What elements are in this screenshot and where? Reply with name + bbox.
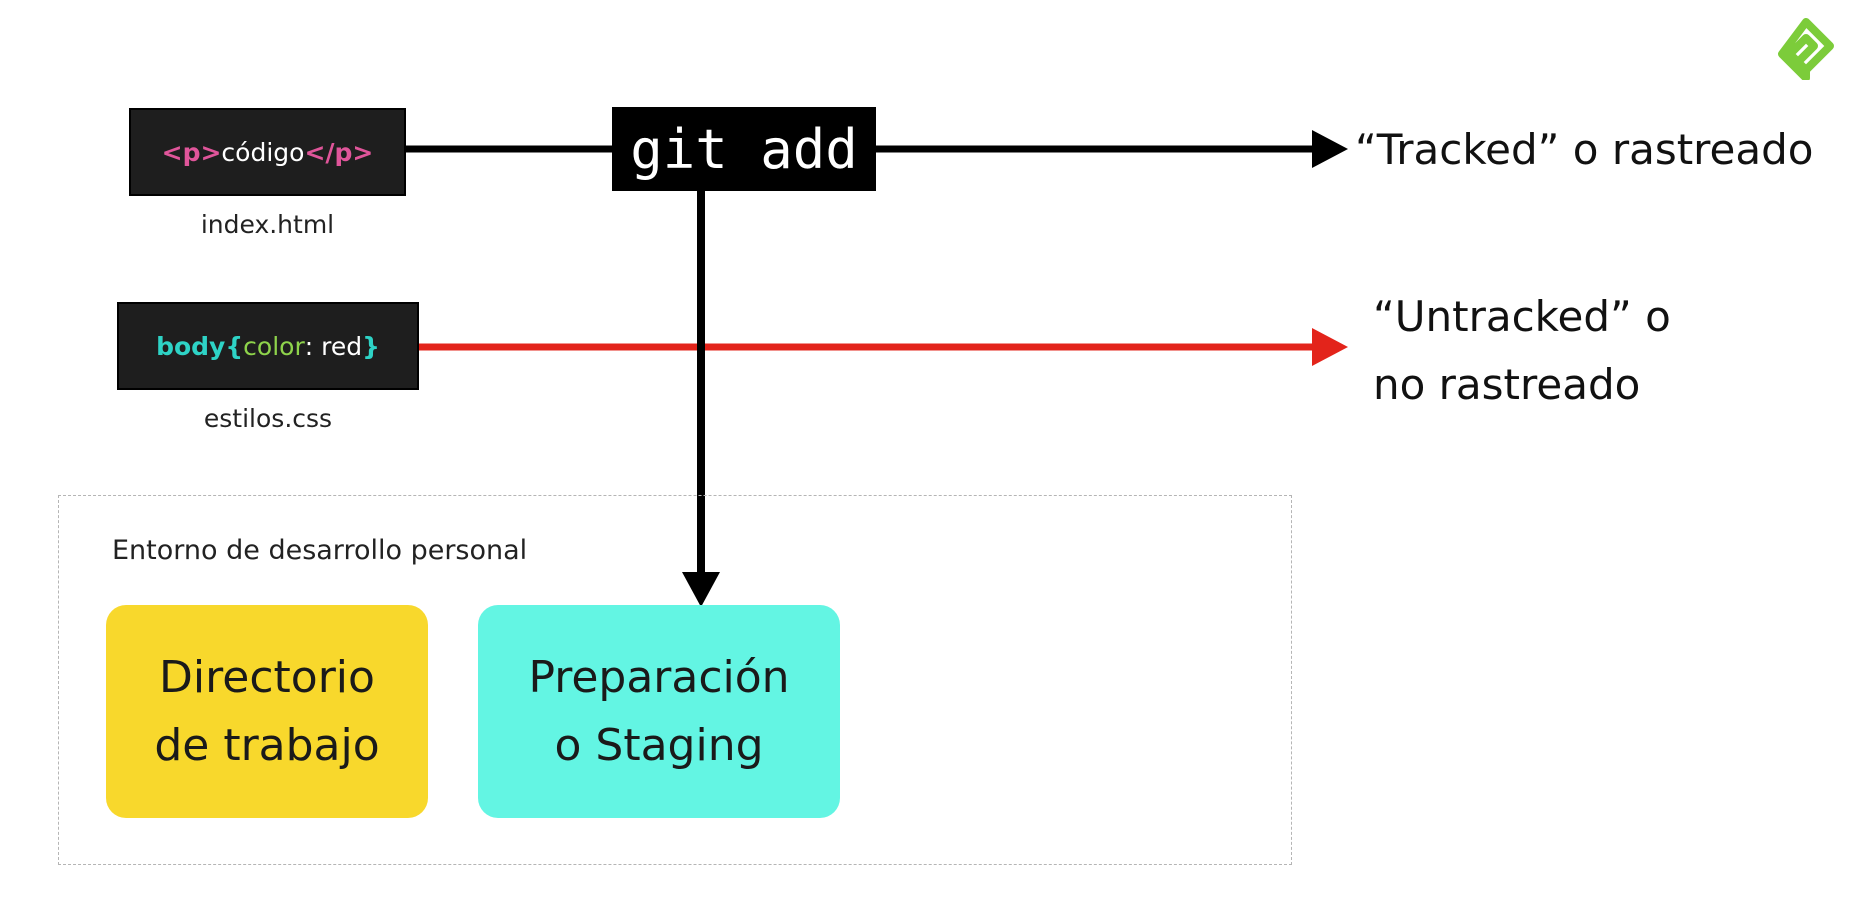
staging-line1: Preparación [528, 651, 790, 703]
code-close-brace: } [362, 331, 380, 361]
untracked-label-line1: “Untracked” o [1373, 292, 1671, 341]
index-html-label: index.html [200, 210, 335, 239]
code-open-tag: <p> [161, 137, 222, 167]
working-dir-line2: de trabajo [154, 719, 380, 771]
code-selector: body{ [156, 331, 244, 361]
staging-arrowhead [682, 572, 720, 607]
code-property: color [243, 331, 305, 361]
code-text: código [221, 137, 305, 167]
staging-line2: o Staging [554, 719, 764, 771]
staging-box: Preparación o Staging [478, 605, 840, 818]
tracked-label: “Tracked” o rastreado [1355, 125, 1814, 174]
estilos-css-code-box: body{ color: red } [117, 302, 419, 390]
untracked-label-line2: no rastreado [1373, 360, 1641, 409]
tracked-arrowhead [1312, 130, 1348, 168]
working-dir-line1: Directorio [159, 651, 375, 703]
code-close-tag: </p> [304, 137, 374, 167]
estilos-css-label: estilos.css [203, 404, 333, 433]
code-value: : red [304, 331, 363, 361]
git-add-command: git add [612, 107, 876, 191]
index-html-code-box: <p>código</p> [129, 108, 406, 196]
untracked-arrowhead [1312, 328, 1348, 366]
working-directory-box: Directorio de trabajo [106, 605, 428, 818]
environment-title: Entorno de desarrollo personal [112, 535, 528, 566]
environment-panel [58, 495, 1292, 865]
platzi-logo-icon [1778, 18, 1834, 80]
